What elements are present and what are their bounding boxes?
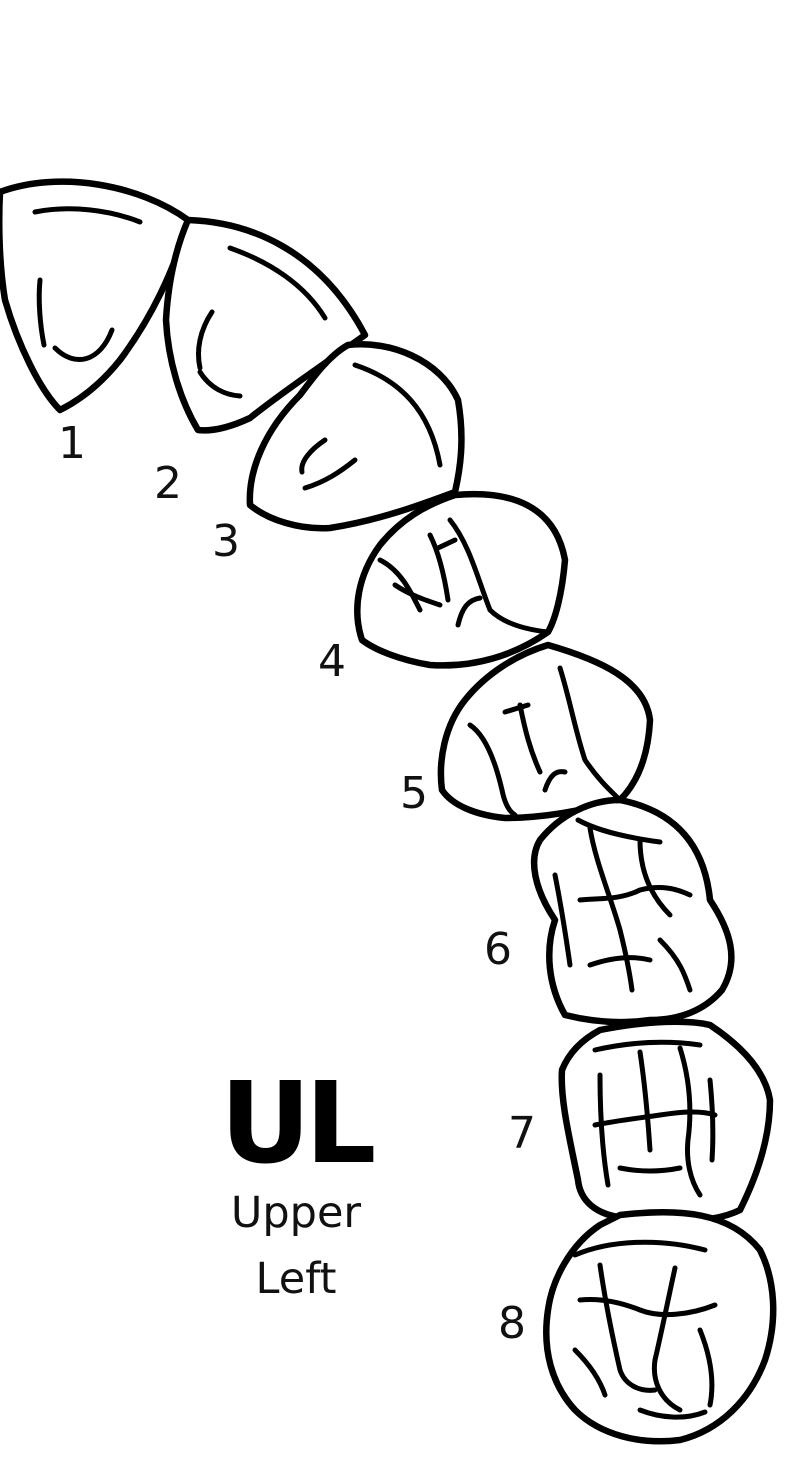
quadrant-code: UL bbox=[220, 1059, 376, 1189]
tooth-1[interactable] bbox=[0, 178, 192, 414]
tooth-7[interactable] bbox=[558, 1018, 774, 1225]
tooth-5[interactable] bbox=[437, 641, 654, 822]
tooth-number-4: 4 bbox=[318, 636, 346, 687]
tooth-number-6: 6 bbox=[484, 924, 512, 975]
tooth-4[interactable] bbox=[354, 490, 569, 669]
tooth-number-5: 5 bbox=[400, 768, 428, 819]
tooth-3[interactable] bbox=[246, 341, 465, 532]
quadrant-name-line-2: Left bbox=[255, 1254, 337, 1304]
quadrant-name-line-1: Upper bbox=[230, 1188, 362, 1238]
tooth-6[interactable] bbox=[530, 796, 735, 1026]
tooth-number-3: 3 bbox=[212, 516, 240, 567]
tooth-8[interactable] bbox=[543, 1208, 777, 1445]
tooth-number-1: 1 bbox=[58, 418, 86, 469]
tooth-number-8: 8 bbox=[498, 1298, 526, 1349]
tooth-number-7: 7 bbox=[508, 1108, 536, 1159]
tooth-number-2: 2 bbox=[154, 458, 182, 509]
tooth-2[interactable] bbox=[162, 216, 369, 434]
